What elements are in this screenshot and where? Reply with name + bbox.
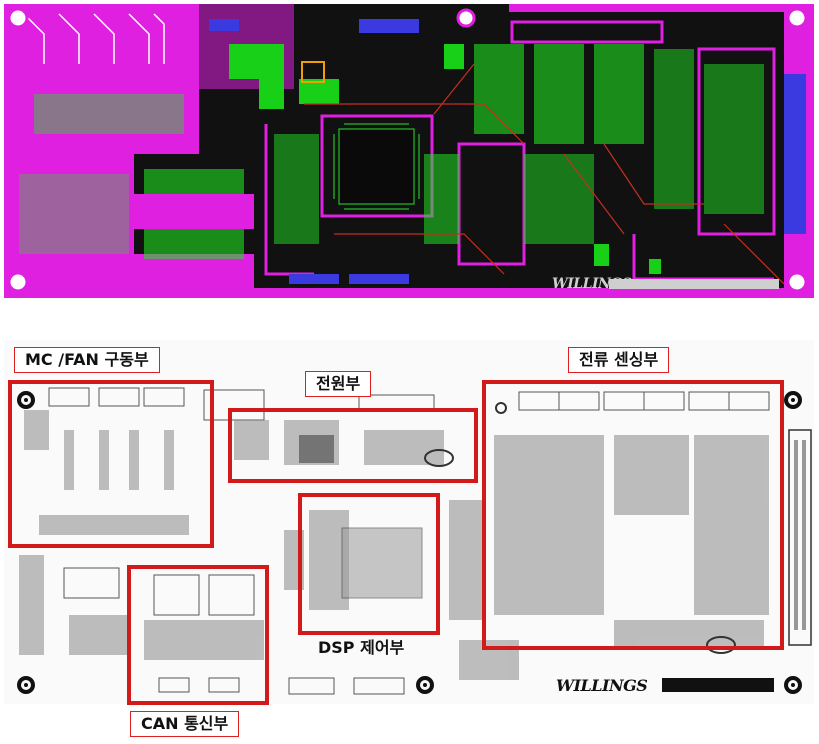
dsp-label: DSP 제어부 bbox=[318, 638, 405, 657]
power-label: 전원부 bbox=[305, 371, 372, 397]
power-section-box bbox=[228, 408, 478, 483]
dsp-section-box bbox=[298, 493, 440, 635]
pcb-layout-view: WILLINGS bbox=[4, 4, 814, 298]
current-sensing-section-box bbox=[482, 380, 784, 650]
brand-logo-top: WILLINGS bbox=[552, 276, 632, 292]
mc-fan-label: MC /FAN 구동부 bbox=[14, 347, 160, 373]
silkscreen-view: WILLINGS bbox=[4, 340, 814, 704]
brand-logo-bottom: WILLINGS bbox=[556, 676, 648, 695]
can-label: CAN 통신부 bbox=[130, 711, 240, 737]
can-section-box bbox=[127, 565, 269, 705]
pcb-layout-drawing bbox=[4, 4, 814, 298]
mc-fan-section-box bbox=[8, 380, 214, 548]
current-sensing-label: 전류 센싱부 bbox=[568, 347, 670, 373]
